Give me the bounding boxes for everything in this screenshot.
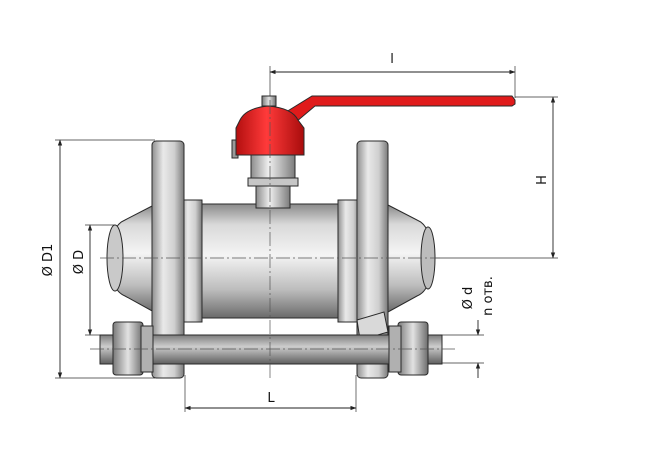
dimension-d: Ø d n отв. <box>461 276 496 378</box>
dimension-H: H <box>535 96 556 259</box>
flange-bolt <box>99 321 443 376</box>
dim-label-L: L <box>267 391 275 406</box>
valve-body <box>106 140 436 379</box>
dim-label-n-holes: n отв. <box>481 276 496 316</box>
dimension-L: L <box>184 391 357 411</box>
dim-label-l: l <box>390 52 394 67</box>
dimension-D: Ø D <box>72 224 93 336</box>
dim-label-H: H <box>535 175 550 185</box>
extension-lines <box>55 66 558 412</box>
dimension-l: l <box>269 52 516 75</box>
dimension-D1: Ø D1 <box>41 139 63 379</box>
dim-label-d: Ø d <box>461 287 476 310</box>
dim-label-D1: Ø D1 <box>41 244 56 277</box>
center-lines <box>90 100 455 380</box>
dim-label-D: Ø D <box>72 250 87 274</box>
